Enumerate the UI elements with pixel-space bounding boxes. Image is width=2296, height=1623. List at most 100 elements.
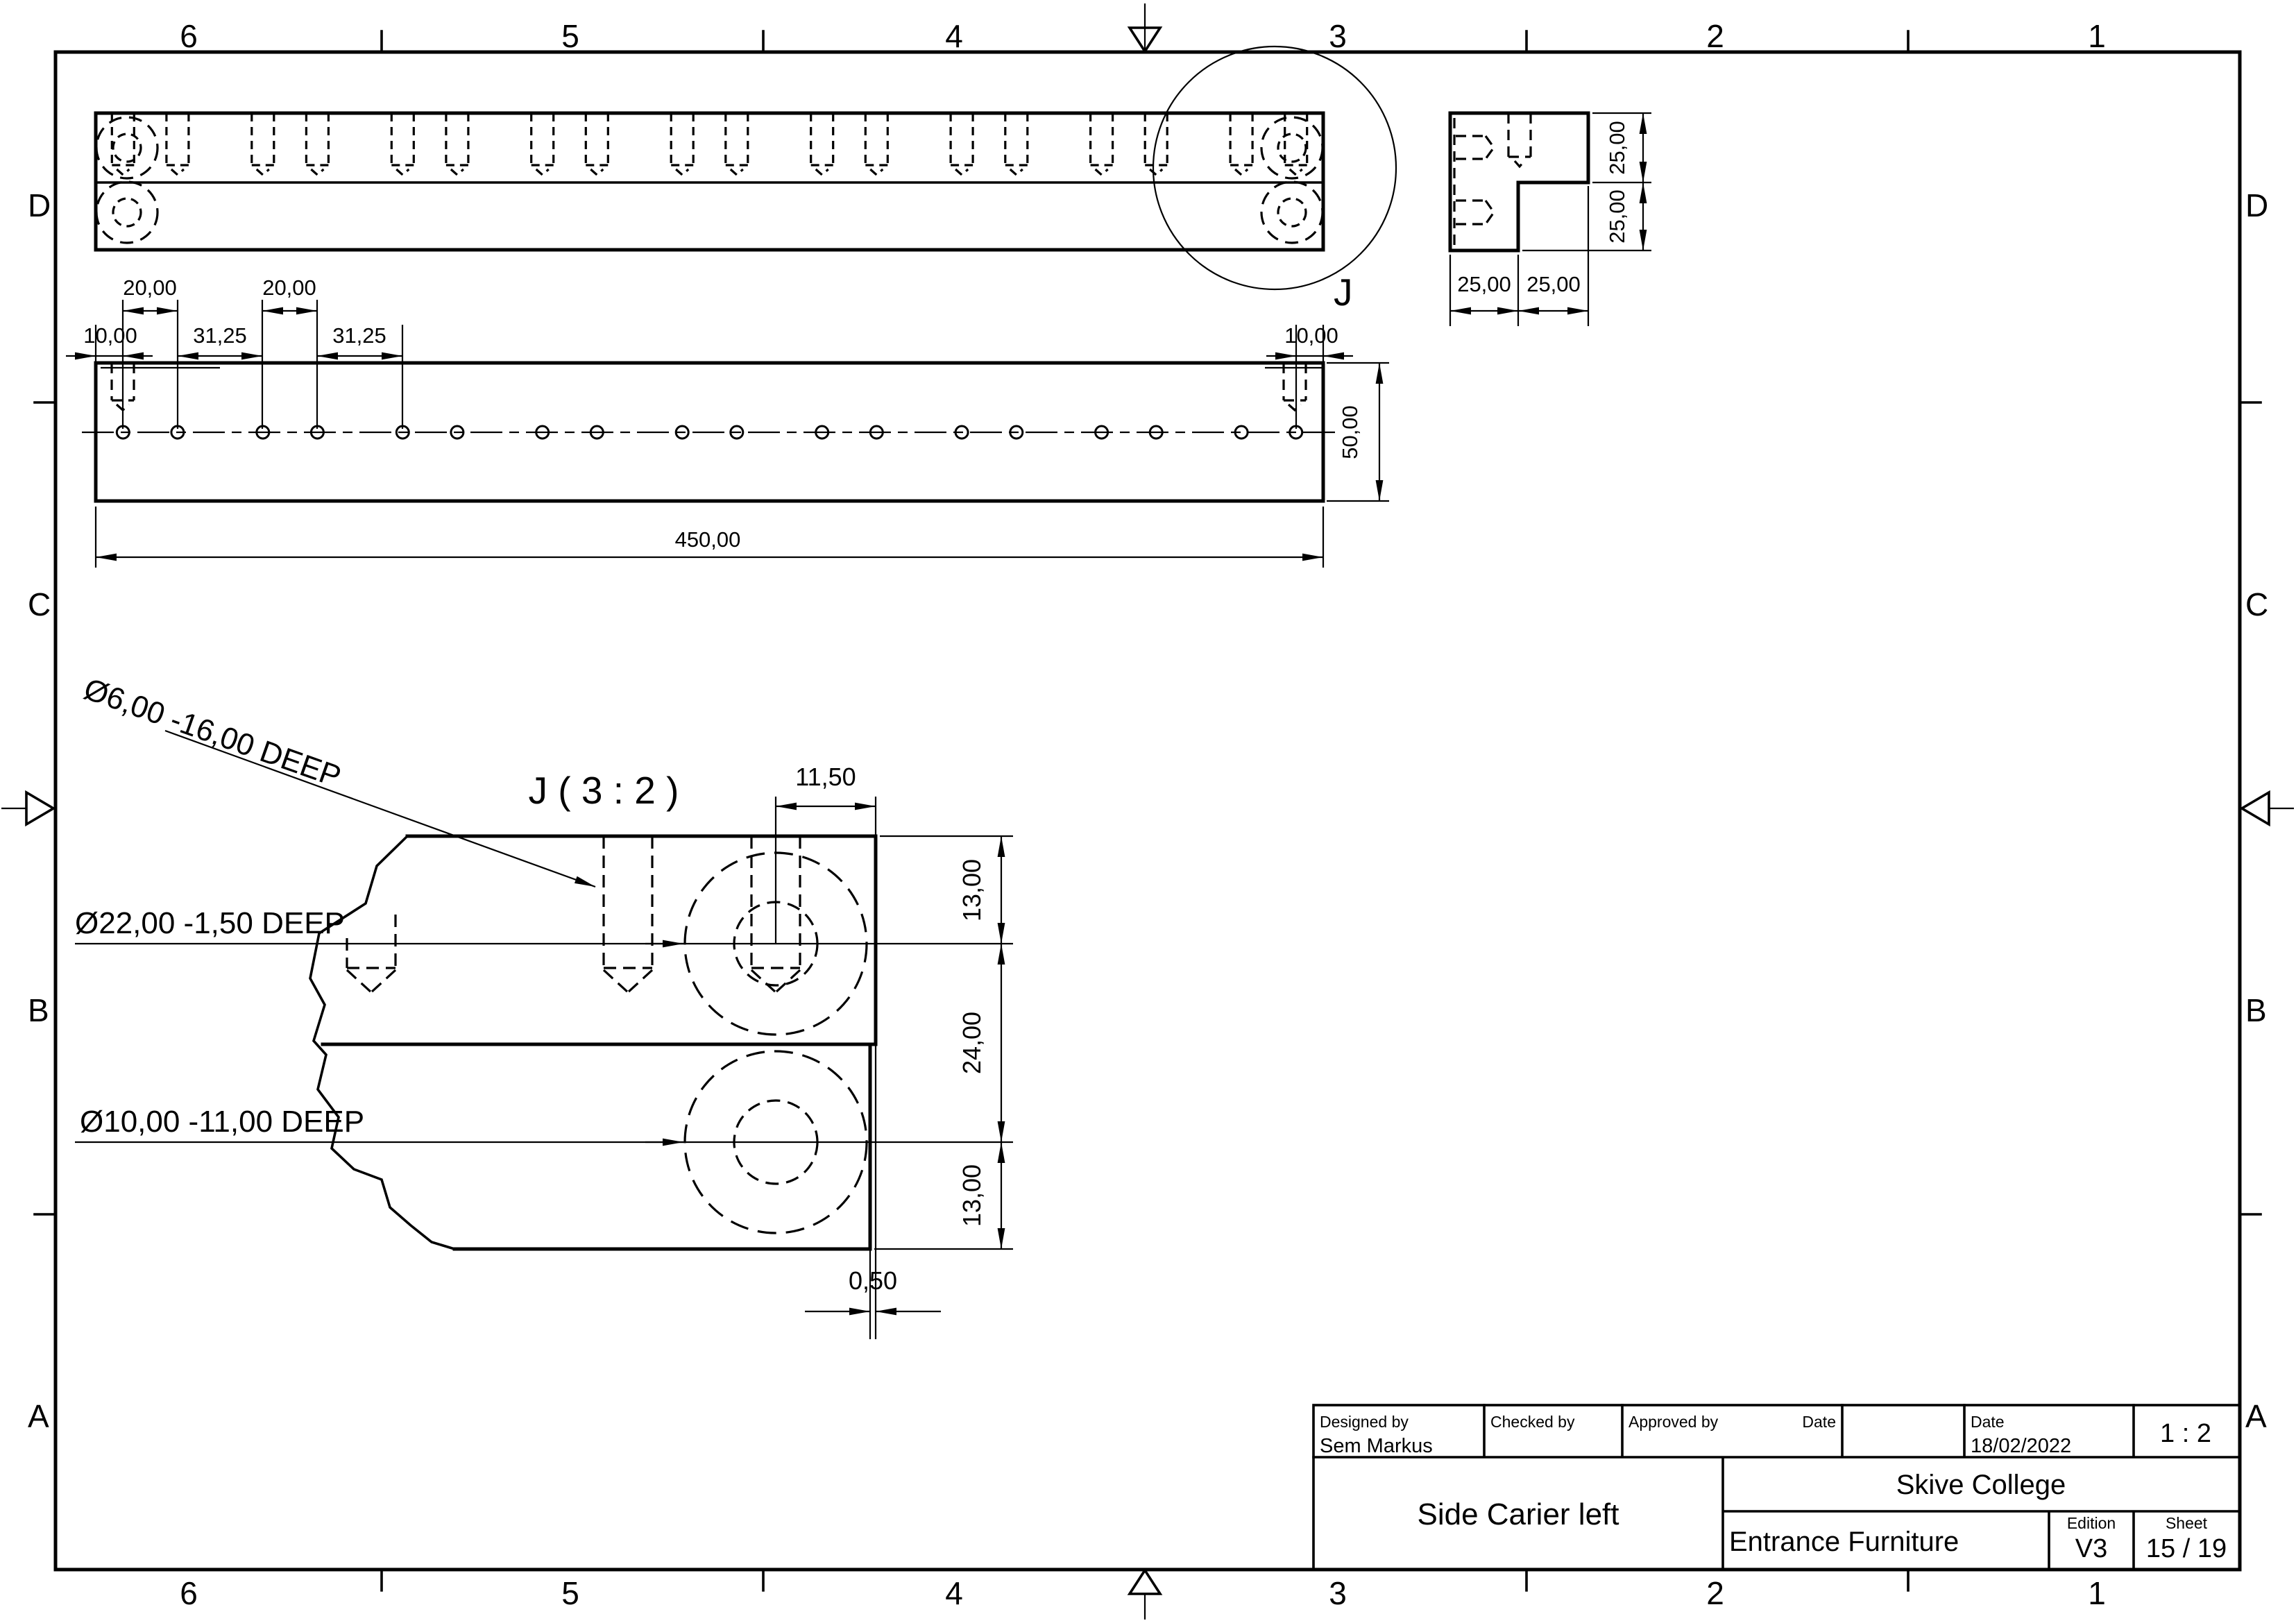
hole — [815, 425, 830, 440]
section-view: 25,00 25,00 25,00 25,00 — [1448, 111, 1651, 326]
sheet-label: Sheet — [2166, 1514, 2208, 1532]
designed-by-label: Designed by — [1320, 1413, 1409, 1431]
slot-hidden — [670, 113, 695, 177]
slot-hidden — [949, 113, 974, 177]
dim-450: 450,00 — [675, 527, 741, 552]
date-label: Date — [1971, 1413, 2005, 1431]
zone-letter-right-c: C — [2245, 586, 2268, 622]
slot-hidden — [1089, 113, 1114, 177]
dim-13-bottom: 13,00 — [958, 1164, 986, 1227]
hole — [674, 425, 690, 440]
scale-value: 1 : 2 — [2160, 1419, 2211, 1448]
slot-hidden — [724, 113, 749, 177]
slot-hidden — [445, 113, 470, 177]
center-mark-bottom-icon — [1127, 1567, 1163, 1620]
dim-50: 50,00 — [1338, 405, 1362, 459]
slot-hidden — [305, 113, 330, 177]
detail-view-j: J ( 3 : 2 ) Ø6,00 -16,00 DEEP Ø22,00 -1,… — [75, 672, 1013, 1339]
leader-hole6: Ø6,00 -16,00 DEEP — [80, 672, 346, 794]
hole — [1009, 425, 1024, 440]
title-block: Designed by Sem Markus Checked by Approv… — [1312, 1404, 2241, 1571]
hole — [729, 425, 745, 440]
part-title: Side Carier left — [1417, 1497, 1619, 1531]
slot-hidden — [864, 113, 889, 177]
dim-31-2: 31,25 — [332, 323, 386, 348]
top-view-slot-pattern — [110, 113, 1309, 177]
center-mark-left-icon — [1, 790, 56, 827]
slot-hidden — [1229, 113, 1254, 177]
detail-j-marker-label: J — [1334, 271, 1353, 314]
counterbore-hidden-circle — [1260, 180, 1324, 244]
dim-31-1: 31,25 — [193, 323, 247, 348]
zone-letter-right-b: B — [2245, 992, 2267, 1028]
center-mark-right-icon — [2239, 790, 2294, 827]
hole — [1234, 425, 1249, 440]
hole — [1148, 425, 1164, 440]
company-name: Skive College — [1896, 1470, 2066, 1500]
slot-hidden — [110, 113, 135, 177]
slot-hidden — [810, 113, 835, 177]
zone-letter-left-c: C — [28, 586, 51, 622]
zone-number-top-1: 1 — [2088, 18, 2106, 54]
dim-20-1: 20,00 — [123, 275, 177, 300]
zone-letter-right-d: D — [2245, 187, 2268, 223]
zone-letter-left-d: D — [28, 187, 51, 223]
hole-hidden-circle — [112, 133, 142, 163]
zone-letter-left-a: A — [28, 1398, 49, 1434]
slot-hidden — [1004, 113, 1029, 177]
hole — [589, 425, 604, 440]
edition-value: V3 — [2075, 1534, 2107, 1563]
front-view: 20,00 20,00 10,00 31,25 31,25 10,00 50,0… — [66, 275, 1389, 568]
end-slot-hidden — [1282, 363, 1307, 412]
slot-hidden — [584, 113, 609, 177]
hole — [1094, 425, 1109, 440]
dim-050: 0,50 — [849, 1266, 897, 1295]
slot-hidden — [390, 113, 415, 177]
hole — [450, 425, 465, 440]
slot-hidden — [530, 113, 555, 177]
dim-25-v1: 25,00 — [1605, 121, 1629, 175]
counterbore-hidden-circle — [95, 180, 159, 244]
dim-25-h1: 25,00 — [1457, 272, 1511, 296]
dim-1150: 11,50 — [795, 763, 856, 791]
hole — [535, 425, 550, 440]
slot-hidden — [165, 113, 190, 177]
zone-number-top-2: 2 — [1706, 18, 1724, 54]
center-mark-top-icon — [1127, 3, 1163, 54]
dim-10-right: 10,00 — [1284, 323, 1338, 348]
designed-by-value: Sem Markus — [1320, 1435, 1433, 1457]
approved-by-label: Approved by — [1629, 1413, 1719, 1431]
sheet-frame: D C B A D C B A 6 5 4 3 2 1 6 5 4 3 2 1 — [1, 3, 2294, 1620]
detail-j-circle — [1152, 45, 1397, 291]
zone-number-bottom-6: 6 — [180, 1575, 198, 1611]
zone-number-top-6: 6 — [180, 18, 198, 54]
approved-date-label: Date — [1802, 1413, 1836, 1431]
side-hole-hidden — [1456, 135, 1495, 160]
dim-20-2: 20,00 — [262, 275, 316, 300]
zone-number-bottom-3: 3 — [1329, 1575, 1347, 1611]
end-slot-hidden — [110, 363, 135, 412]
slot-hidden — [346, 915, 397, 994]
zone-number-bottom-5: 5 — [561, 1575, 579, 1611]
zone-number-bottom-4: 4 — [945, 1575, 963, 1611]
zone-number-bottom-2: 2 — [1706, 1575, 1724, 1611]
edition-label: Edition — [2067, 1514, 2116, 1532]
leader-hole22: Ø22,00 -1,50 DEEP — [75, 906, 345, 940]
counterbore-hidden-circle — [95, 116, 159, 180]
hole — [954, 425, 969, 440]
hole-hidden-circle — [1277, 197, 1307, 228]
break-line — [309, 834, 457, 1251]
date-value: 18/02/2022 — [1971, 1435, 2071, 1457]
dim-25-h2: 25,00 — [1527, 272, 1581, 296]
checked-by-label: Checked by — [1490, 1413, 1575, 1431]
dim-25-v2: 25,00 — [1605, 189, 1629, 244]
project-name: Entrance Furniture — [1729, 1527, 1959, 1557]
leader-hole10: Ø10,00 -11,00 DEEP — [80, 1105, 364, 1139]
hole-hidden-circle — [112, 197, 142, 228]
zone-number-bottom-1: 1 — [2088, 1575, 2106, 1611]
zone-number-top-5: 5 — [561, 18, 579, 54]
side-hole-hidden — [1456, 199, 1495, 226]
hole — [869, 425, 884, 440]
